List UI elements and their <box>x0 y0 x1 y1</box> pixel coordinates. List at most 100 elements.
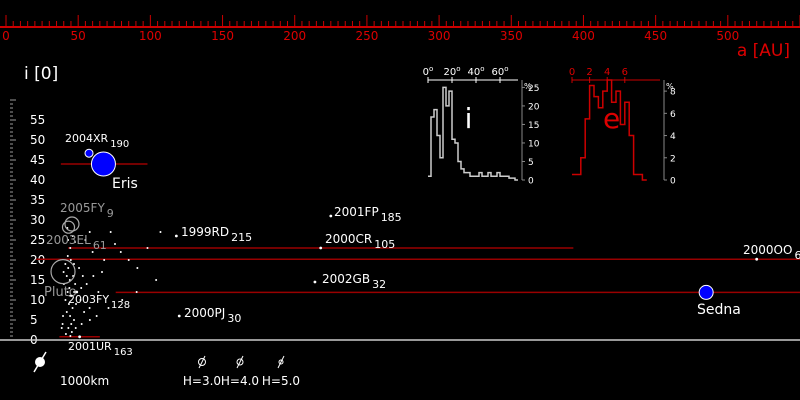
inset-step-line <box>572 79 647 181</box>
background-point <box>70 295 73 297</box>
background-point <box>101 271 104 273</box>
top-axis-tick-label: 0 <box>2 29 10 43</box>
background-point <box>88 307 91 309</box>
background-point <box>70 323 73 325</box>
background-point <box>88 231 91 233</box>
inset-x-tick-unit: o <box>504 65 508 73</box>
object-marker <box>78 335 82 339</box>
left-axis-tick-label: 10 <box>30 293 45 307</box>
inset-y-tick-label: 8 <box>670 88 676 98</box>
background-point <box>85 283 88 285</box>
background-point <box>127 259 130 261</box>
inset-y-tick-label: 10 <box>528 139 540 149</box>
left-axis-tick-label: 20 <box>30 253 45 267</box>
object-marker <box>64 216 80 232</box>
object-label-subscript: 61 <box>93 239 107 252</box>
object-label-subscript: 30 <box>227 312 241 325</box>
background-point <box>80 323 83 325</box>
background-point <box>95 315 98 317</box>
background-point <box>67 239 70 241</box>
legend-h-marker-line <box>236 355 244 369</box>
background-point <box>65 311 68 313</box>
legend-size-label: 1000km <box>60 374 109 388</box>
top-axis-tick-label: 350 <box>500 29 523 43</box>
background-point <box>67 303 70 305</box>
background-point <box>74 241 77 243</box>
left-axis-tick-label: 40 <box>30 173 45 187</box>
object-label-subscript: 215 <box>231 231 252 244</box>
object-label-name: 2000CR <box>325 232 372 246</box>
inset-x-tick-label: 0o <box>423 65 434 78</box>
inset-y-unit: % <box>524 82 532 91</box>
background-point <box>65 275 68 277</box>
object-label-name: Eris <box>112 176 138 192</box>
top-axis-tick-label: 250 <box>355 29 378 43</box>
background-point <box>88 319 91 321</box>
top-axis-tick-label: 150 <box>211 29 234 43</box>
object-label-name: 2003EL <box>46 233 91 247</box>
inset-x-tick-label: 0 <box>569 67 575 78</box>
object-label-subscript: 67 <box>794 249 800 262</box>
background-point <box>70 331 73 333</box>
background-point <box>71 235 74 237</box>
background-point <box>74 327 77 329</box>
object-marker <box>329 214 333 218</box>
object-label-name: 2002GB <box>322 272 370 286</box>
background-point <box>61 323 64 325</box>
top-axis-tick-label: 100 <box>139 29 162 43</box>
object-label-subscript: 185 <box>381 211 402 224</box>
background-point <box>78 267 81 269</box>
background-point <box>146 247 149 249</box>
background-point <box>75 303 78 305</box>
object-marker <box>177 314 181 318</box>
left-axis-tick-label: 45 <box>30 153 45 167</box>
top-axis-tick-label: 200 <box>283 29 306 43</box>
orbit-ranges <box>36 163 800 338</box>
inset-x-tick-label: 40o <box>467 65 484 78</box>
left-axis-tick-label: 35 <box>30 193 45 207</box>
left-axis-tick-label: 5 <box>30 313 38 327</box>
inset-y-tick-label: 4 <box>670 132 676 142</box>
top-axis-tick-label: 50 <box>71 29 86 43</box>
background-point <box>73 291 76 293</box>
legend-h-label: H=5.0 <box>262 374 300 388</box>
object-label-name: 2000PJ <box>184 306 225 320</box>
x-axis-title: a [AU] <box>737 41 790 61</box>
background-point <box>159 231 162 233</box>
background-point <box>68 287 71 289</box>
background-point <box>155 279 158 281</box>
inset-x-tick-unit: o <box>480 65 484 73</box>
background-point <box>83 311 86 313</box>
legend-h-marker <box>236 358 244 366</box>
y-axis-title: i [0] <box>24 64 58 84</box>
background-point <box>84 239 87 241</box>
left-axis-tick-label: 30 <box>30 213 45 227</box>
background-point <box>79 299 82 301</box>
object-label-name: 2001UR <box>68 340 112 353</box>
background-point <box>64 333 67 335</box>
object-label: Eris <box>112 176 138 192</box>
background-point <box>62 271 65 273</box>
object-label-name: Pluto <box>44 285 77 300</box>
object-label: Sedna <box>697 302 741 318</box>
inset-y-tick-label: 0 <box>528 177 534 187</box>
inset-x-tick-unit: o <box>456 65 460 73</box>
background-point <box>92 275 95 277</box>
object-marker <box>50 259 76 285</box>
object-marker <box>174 234 178 238</box>
background-point <box>69 315 72 317</box>
object-label-name: 2001FP <box>334 205 379 219</box>
left-axis-tick-label: 25 <box>30 233 45 247</box>
object-label-name: Sedna <box>697 302 741 318</box>
object-marker <box>313 280 317 284</box>
background-point <box>81 275 84 277</box>
background-point <box>135 291 138 293</box>
background-point <box>72 263 75 265</box>
inset-y-unit: % <box>666 82 674 91</box>
object-marker <box>319 246 323 250</box>
top-axis-tick-label: 450 <box>644 29 667 43</box>
